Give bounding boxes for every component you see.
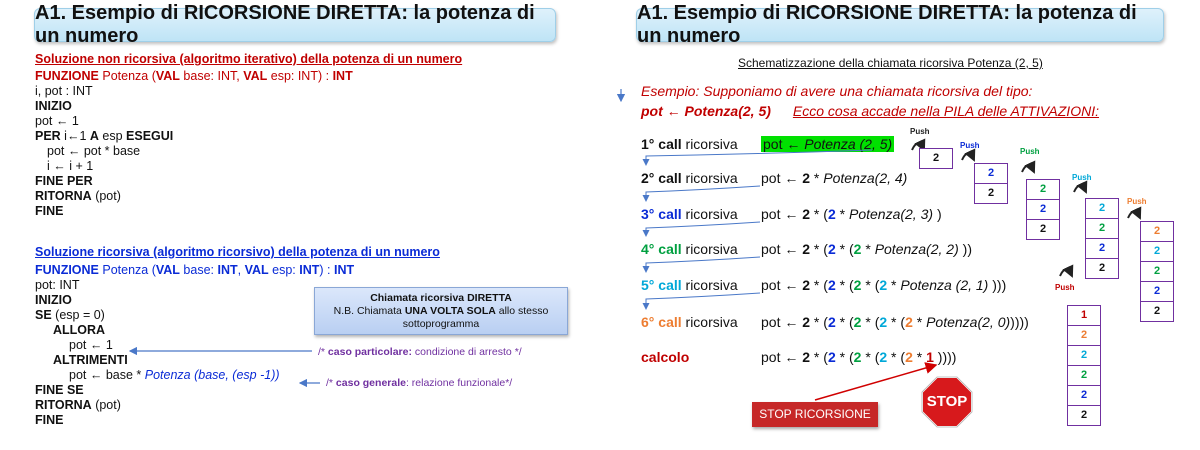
call-row-1: 1° call ricorsiva	[641, 136, 738, 152]
stop-sign-text: STOP	[926, 393, 968, 410]
stack-6-cell: 1	[1067, 305, 1101, 326]
call-row-2: 2° call ricorsiva	[641, 170, 738, 186]
stop-recursion-button[interactable]: STOP RICORSIONE	[752, 402, 878, 427]
code-line: RITORNA (pot)	[35, 398, 121, 412]
call-row-5: 5° call ricorsiva	[641, 277, 738, 293]
code-line: i, pot : INT	[35, 84, 93, 98]
push-arrow-icon	[1073, 180, 1088, 194]
left-slide-title: A1. Esempio di RICORSIONE DIRETTA: la po…	[34, 2, 556, 47]
expression-3: pot ← 2 * (2 * Potenza(2, 3) )	[761, 206, 942, 222]
stack-4-cell: 2	[1085, 238, 1119, 259]
comment-base-case: /* caso particolare: condizione di arres…	[318, 346, 522, 358]
push-label: Push	[910, 127, 930, 136]
code-line: FINE	[35, 413, 64, 427]
row-connector	[642, 221, 761, 237]
stop-sign-icon	[921, 376, 973, 428]
stack-5-cell: 2	[1140, 221, 1174, 242]
row-connector	[642, 292, 761, 310]
stack-6-cell: 2	[1067, 365, 1101, 386]
comment-general-case: /* caso generale: relazione funzionale*/	[326, 377, 513, 389]
row-connector	[642, 185, 761, 202]
code-line: PER i←1 A esp ESEGUI	[35, 129, 174, 143]
stack-4-cell: 2	[1085, 218, 1119, 239]
stack-5-cell: 2	[1140, 281, 1174, 302]
row-connector	[642, 149, 873, 166]
call-row-3: 3° call ricorsiva	[641, 206, 738, 222]
right-slide-title: A1. Esempio di RICORSIONE DIRETTA: la po…	[636, 2, 1164, 47]
stack-4-cell: 2	[1085, 198, 1119, 219]
recursive-code: FUNZIONE Potenza (VAL base: INT, VAL esp…	[35, 263, 354, 428]
stack-6-cell: 2	[1067, 325, 1101, 346]
diagram-subtitle: Schematizzazione della chiamata ricorsiv…	[738, 56, 1043, 70]
expression-4: pot ← 2 * (2 * (2 * Potenza(2, 2) ))	[761, 241, 972, 257]
stack-3-cell: 2	[1026, 219, 1060, 240]
push-label: Push	[1072, 173, 1092, 182]
stack-5-cell: 2	[1140, 301, 1174, 322]
code-line: ALTRIMENTI	[53, 353, 128, 367]
right-title-text: A1. Esempio di RICORSIONE DIRETTA: la po…	[637, 2, 1137, 47]
note-title: Chiamata ricorsiva DIRETTA	[370, 292, 512, 304]
push-arrow-icon	[1021, 160, 1036, 174]
expression-6: pot ← 2 * (2 * (2 * (2 * (2 * Potenza(2,…	[761, 314, 1029, 330]
call-row-6: 6° call ricorsiva	[641, 314, 738, 330]
expression-2: pot ← 2 * Potenza(2, 4)	[761, 170, 908, 186]
iterative-code: FUNZIONE Potenza (VAL base: INT, VAL esp…	[35, 69, 353, 219]
push-label: Push	[1055, 283, 1075, 292]
expression-final: pot ← 2 * (2 * (2 * (2 * (2 * 1 ))))	[761, 349, 957, 365]
stack-6-cell: 2	[1067, 405, 1101, 426]
direct-recursion-note: Chiamata ricorsiva DIRETTA N.B. Chiamata…	[314, 287, 568, 335]
stack-5-cell: 2	[1140, 241, 1174, 262]
code-line: pot ← 1	[69, 338, 113, 352]
expression-5: pot ← 2 * (2 * (2 * (2 * Potenza (2, 1) …	[761, 277, 1007, 293]
calcolo-row: calcolo	[641, 349, 690, 365]
call-row-4: 4° call ricorsiva	[641, 241, 738, 257]
code-line: FUNZIONE Potenza (VAL base: INT, VAL esp…	[35, 263, 355, 277]
code-line: pot ← pot * base	[47, 144, 141, 158]
code-line: pot: INT	[35, 278, 80, 292]
stop-arrow	[814, 362, 938, 401]
stack-6-cell: 2	[1067, 385, 1101, 406]
recursive-heading: Soluzione ricorsiva (algoritmo ricorsivo…	[35, 245, 440, 259]
stack-3-cell: 2	[1026, 199, 1060, 220]
code-line: INIZIO	[35, 293, 72, 307]
row-connector	[642, 256, 761, 273]
stack-3-cell: 2	[1026, 179, 1060, 200]
stack-2-cell: 2	[974, 163, 1008, 184]
push-label: Push	[1020, 147, 1040, 156]
code-line: FINE SE	[35, 383, 84, 397]
code-line: RITORNA (pot)	[35, 189, 121, 203]
stack-1-cell: 2	[919, 148, 953, 169]
push-label: Push	[1127, 197, 1147, 206]
push-arrow-icon	[1127, 206, 1142, 220]
stack-4-cell: 2	[1085, 258, 1119, 279]
note-line: N.B. Chiamata UNA VOLTA SOLA allo stesso	[333, 305, 549, 317]
push-arrow-icon	[961, 148, 976, 162]
code-line: INIZIO	[35, 99, 72, 113]
code-line: ALLORA	[53, 323, 106, 337]
note-line: sottoprogramma	[402, 318, 480, 330]
code-line: pot ← 1	[35, 114, 79, 128]
code-line: FINE PER	[35, 174, 93, 188]
push-label: Push	[960, 141, 980, 150]
code-line: FUNZIONE Potenza (VAL base: INT, VAL esp…	[35, 69, 353, 83]
code-line: i ← i + 1	[47, 159, 94, 173]
stack-5-cell: 2	[1140, 261, 1174, 282]
push-arrow-icon	[1059, 264, 1074, 278]
iterative-heading: Soluzione non ricorsiva (algoritmo itera…	[35, 52, 463, 66]
expression-1: pot ← Potenza (2, 5)	[761, 136, 895, 152]
intro-line-1: Esempio: Supponiamo di avere una chiamat…	[641, 83, 1033, 99]
left-title-text: A1. Esempio di RICORSIONE DIRETTA: la po…	[35, 2, 535, 47]
stack-6-cell: 2	[1067, 345, 1101, 366]
code-line: FINE	[35, 204, 64, 218]
intro-line-2: pot ← Potenza(2, 5)Ecco cosa accade nell…	[641, 103, 1099, 119]
code-line: SE (esp = 0)	[35, 308, 105, 322]
code-line: pot ← base * Potenza (base, (esp -1))	[69, 368, 280, 382]
stack-2-cell: 2	[974, 183, 1008, 204]
